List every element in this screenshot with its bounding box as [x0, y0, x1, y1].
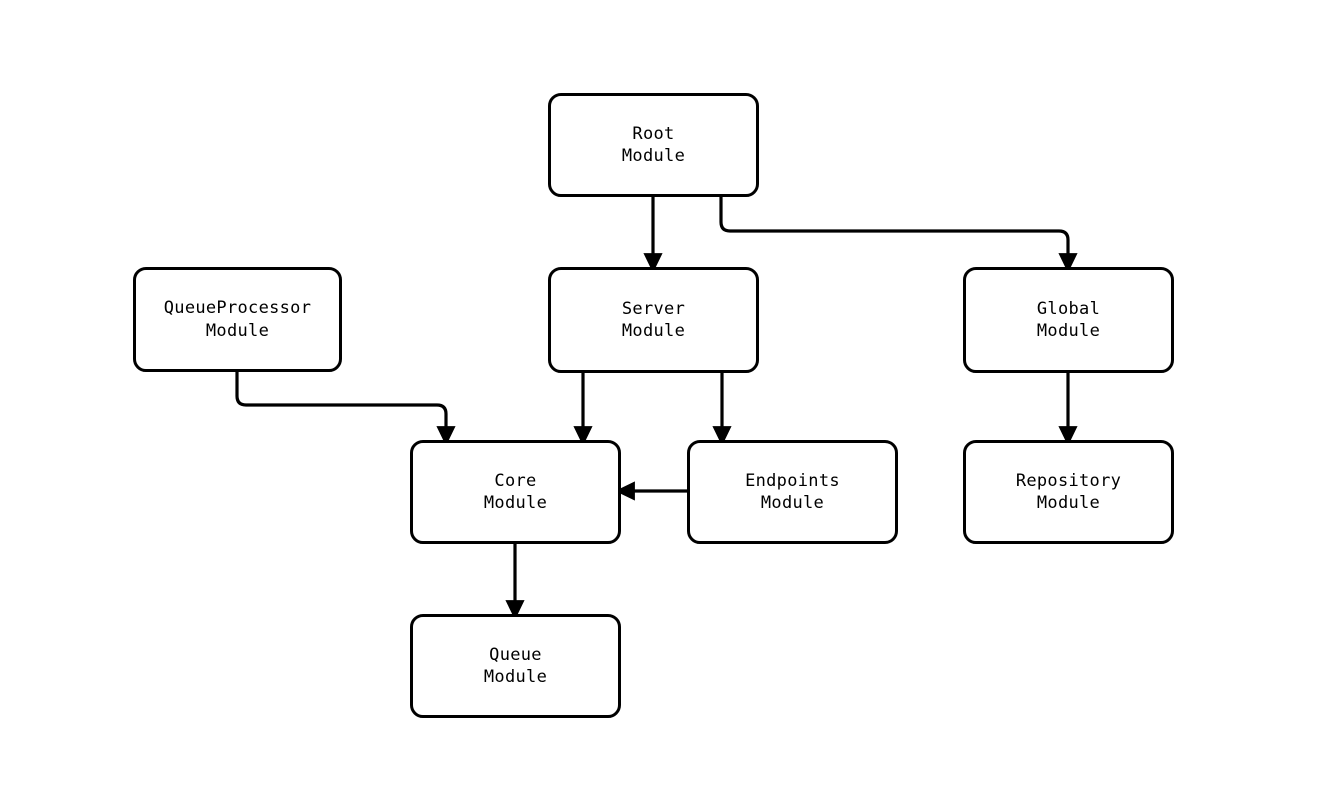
node-endpoints-label: Endpoints Module	[745, 470, 840, 514]
node-repository[interactable]: Repository Module	[963, 440, 1174, 544]
node-core-label: Core Module	[483, 470, 548, 514]
node-repository-label: Repository Module	[1015, 470, 1122, 514]
edge-root-global	[719, 197, 1078, 273]
node-server[interactable]: Server Module	[548, 267, 759, 373]
node-root-label: Root Module	[621, 123, 686, 167]
node-queue[interactable]: Queue Module	[410, 614, 621, 718]
node-server-label: Server Module	[621, 298, 686, 342]
edge-queueprocessor-core	[235, 372, 456, 446]
node-global[interactable]: Global Module	[963, 267, 1174, 373]
node-queue-label: Queue Module	[483, 644, 548, 688]
node-core[interactable]: Core Module	[410, 440, 621, 544]
node-root[interactable]: Root Module	[548, 93, 759, 197]
node-endpoints[interactable]: Endpoints Module	[687, 440, 898, 544]
node-queueprocessor-label: QueueProcessor Module	[163, 298, 312, 341]
node-global-label: Global Module	[1036, 298, 1101, 342]
node-queueprocessor[interactable]: QueueProcessor Module	[133, 267, 342, 372]
